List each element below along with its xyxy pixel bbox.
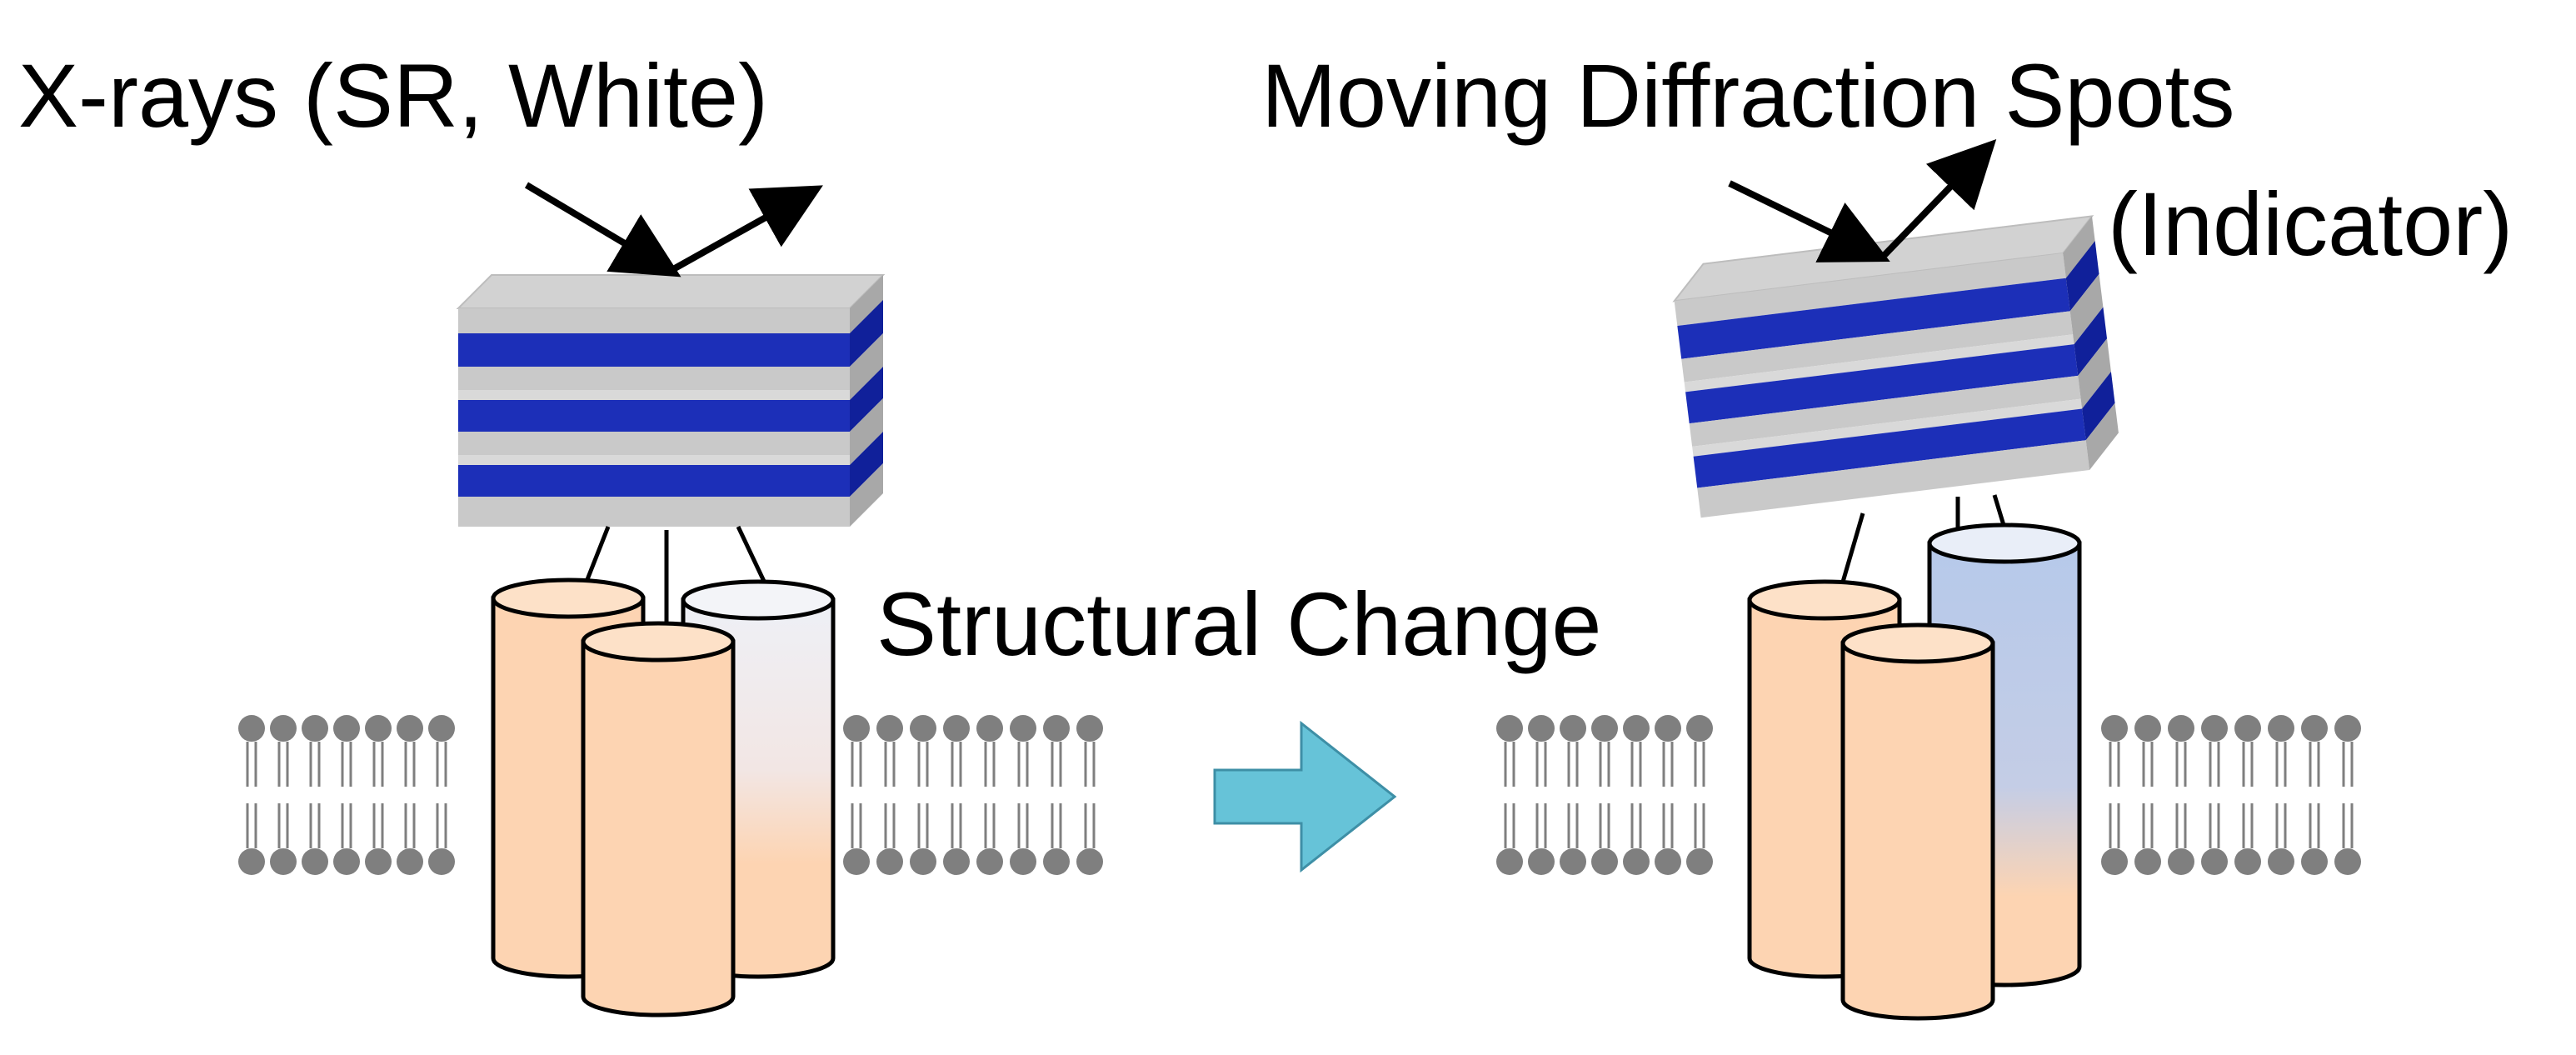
lipid-molecule: [2234, 715, 2261, 875]
lipid-bilayer-left-b: [843, 715, 1103, 875]
lipid-molecule: [2134, 715, 2161, 875]
lipid-bilayer-right-a: [1496, 715, 1713, 875]
lipid-molecule: [910, 715, 936, 875]
helix-cylinder-left-front: [581, 621, 736, 1018]
diffracted-beam-left: [673, 185, 823, 272]
incident-beam-right: [1728, 180, 1890, 262]
lipid-molecule: [1686, 715, 1713, 875]
lipid-molecule: [1496, 715, 1523, 875]
right-assembly: [1496, 138, 2361, 1021]
left-assembly: [238, 182, 1103, 1018]
lipid-molecule: [333, 715, 360, 875]
lipid-bilayer-left-a: [238, 715, 455, 875]
lipid-molecule: [2334, 715, 2361, 875]
right-arrow-icon: [1213, 720, 1397, 873]
diffracted-beam-right: [1882, 138, 1997, 258]
lipid-molecule: [365, 715, 392, 875]
lipid-molecule: [1010, 715, 1036, 875]
helix-cylinder-right-front: [1840, 622, 1995, 1021]
lipid-molecule: [428, 715, 455, 875]
lipid-molecule: [2168, 715, 2194, 875]
lipid-molecule: [1623, 715, 1650, 875]
lipid-molecule: [2268, 715, 2294, 875]
lipid-molecule: [976, 715, 1003, 875]
lipid-molecule: [238, 715, 265, 875]
xrays-label: X-rays (SR, White): [18, 45, 768, 146]
crystal-left: [456, 274, 886, 527]
moving-spots-label: Moving Diffraction Spots: [1261, 45, 2235, 146]
lipid-molecule: [1560, 715, 1586, 875]
structural-change-label: Structural Change: [876, 573, 1602, 674]
lipid-molecule: [876, 715, 903, 875]
incident-beam-left: [524, 182, 681, 278]
lipid-molecule: [2101, 715, 2128, 875]
lipid-bilayer-right-b: [2101, 715, 2361, 875]
lipid-molecule: [270, 715, 297, 875]
lipid-molecule: [843, 715, 870, 875]
lipid-molecule: [397, 715, 423, 875]
lipid-molecule: [302, 715, 328, 875]
lipid-molecule: [2301, 715, 2328, 875]
lipid-molecule: [1043, 715, 1070, 875]
lipid-molecule: [1528, 715, 1555, 875]
indicator-label: (Indicator): [2108, 173, 2513, 274]
lipid-molecule: [1591, 715, 1618, 875]
lipid-molecule: [943, 715, 970, 875]
lipid-molecule: [2201, 715, 2228, 875]
lipid-molecule: [1655, 715, 1681, 875]
crystal-right: [1672, 215, 2119, 518]
lipid-molecule: [1076, 715, 1103, 875]
